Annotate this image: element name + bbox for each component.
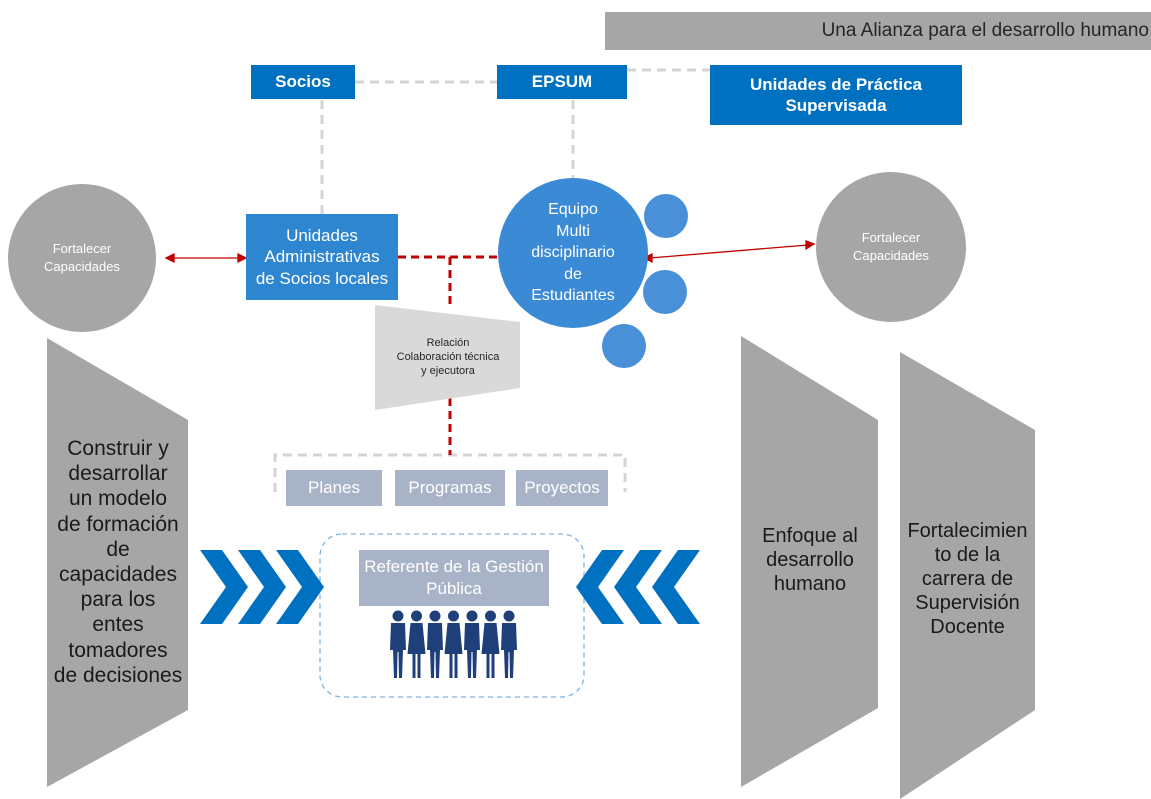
left-line1: Construir y [67, 437, 169, 461]
unidades-practica-line2: Supervisada [785, 96, 887, 115]
epsum-label: EPSUM [531, 72, 593, 91]
proyectos-label: Proyectos [524, 478, 600, 497]
chevrons-left-icon [576, 550, 700, 624]
referente-frame [319, 533, 585, 698]
left-line6: capacidades [59, 563, 177, 586]
team-member-circle-1 [644, 194, 688, 238]
person-figure [407, 610, 426, 678]
relacion-line1: Relación [426, 336, 470, 349]
arrowhead-right-a [642, 252, 653, 264]
person-figure [464, 610, 480, 678]
left-line2: desarrollar [68, 462, 168, 486]
equipo-line3: disciplinario [531, 244, 615, 262]
referente-box: Referente de la Gestión Pública [359, 550, 549, 606]
enfoque-text: Enfoque al desarrollo humano [745, 520, 875, 600]
fortalecimiento-line5: Docente [930, 616, 1005, 638]
fortalecimiento-line2: to de la [934, 544, 1001, 566]
fortalecer-left-line1: Fortalecer [52, 241, 112, 257]
fortalecer-right-line2: Capacidades [853, 248, 929, 263]
team-member-circle-3 [602, 324, 646, 368]
person-figure [444, 610, 463, 678]
equipo-line5: Estudiantes [531, 287, 615, 305]
proyectos-box: Proyectos [516, 470, 608, 506]
equipo-line1: Equipo [548, 201, 598, 219]
left-line8: entes [92, 613, 144, 637]
red-arrows [164, 240, 816, 264]
unidades-practica-line1: Unidades de Práctica [750, 74, 922, 94]
red-dashed-connectors [398, 255, 498, 455]
epsum-box: EPSUM [497, 65, 627, 99]
fortalecimiento-line3: carrera de [921, 568, 1014, 590]
admin-line2: Administrativas [264, 247, 380, 267]
arrowhead-left-a [164, 252, 175, 264]
relacion-label: Relación Colaboración técnica y ejecutor… [378, 330, 518, 384]
person-figure [390, 610, 406, 678]
unidades-practica-box: Unidades de Práctica Supervisada [710, 65, 962, 125]
planes-box: Planes [286, 470, 382, 506]
left-line7: para los [80, 588, 156, 612]
fortalecer-right-circle: Fortalecer Capacidades [816, 172, 966, 322]
enfoque-line1: Enfoque al [762, 525, 858, 547]
admin-line3: de Socios locales [255, 268, 389, 288]
person-figure [427, 610, 443, 678]
left-line5: de [106, 537, 130, 561]
relacion-trapezoid [375, 305, 520, 410]
enfoque-trapezoid [741, 336, 878, 787]
programas-label: Programas [408, 478, 492, 497]
arrowhead-left-b [237, 252, 248, 264]
enfoque-line2: desarrollo [766, 549, 854, 571]
referente-line1: Referente de la Gestión [364, 556, 544, 576]
fortalecimiento-line1: Fortalecimien [907, 520, 1028, 542]
equipo-line4: de [564, 265, 582, 283]
left-line10: de decisiones [53, 663, 183, 687]
fortalecimiento-line4: Supervisión [915, 592, 1020, 614]
admin-line1: Unidades [286, 226, 358, 246]
fortalecimiento-text: Fortalecimien to de la carrera de Superv… [900, 514, 1035, 644]
unidades-administrativas-box: Unidades Administrativas de Socios local… [246, 214, 398, 300]
socios-label: Socios [275, 72, 331, 91]
fortalecimiento-trapezoid [900, 352, 1035, 799]
fortalecer-right-line1: Fortalecer [861, 230, 921, 246]
team-member-circle-2 [643, 270, 687, 314]
banner-title: Una Alianza para el desarrollo humano [821, 20, 1149, 41]
planes-label: Planes [308, 478, 360, 497]
fortalecer-left-line2: Capacidades [44, 259, 120, 274]
header-banner: Una Alianza para el desarrollo humano [605, 12, 1151, 50]
left-line9: tomadores [68, 638, 168, 662]
left-trapezoid-text: Construir y desarrollar un modelo de for… [48, 432, 188, 692]
chevrons-right-icon [200, 550, 324, 624]
relacion-line2: Colaboración técnica [396, 350, 500, 363]
referente-line2: Pública [426, 579, 482, 598]
programas-box: Programas [395, 470, 505, 506]
arrowhead-right-b [805, 240, 816, 251]
left-line3: un modelo [68, 487, 168, 511]
equipo-line2: Multi [556, 222, 590, 240]
relacion-line3: y ejecutora [421, 365, 475, 378]
person-figure [501, 610, 517, 678]
left-line4: de formación [57, 512, 179, 536]
left-trapezoid [47, 338, 188, 787]
person-figure [481, 610, 500, 678]
fortalecer-left-circle: Fortalecer Capacidades [8, 184, 156, 332]
enfoque-line3: humano [773, 573, 847, 595]
people-group-icon [390, 610, 517, 678]
arrow-right-line [649, 244, 809, 259]
equipo-circle: Equipo Multi disciplinario de Estudiante… [498, 178, 648, 328]
socios-box: Socios [251, 65, 355, 99]
